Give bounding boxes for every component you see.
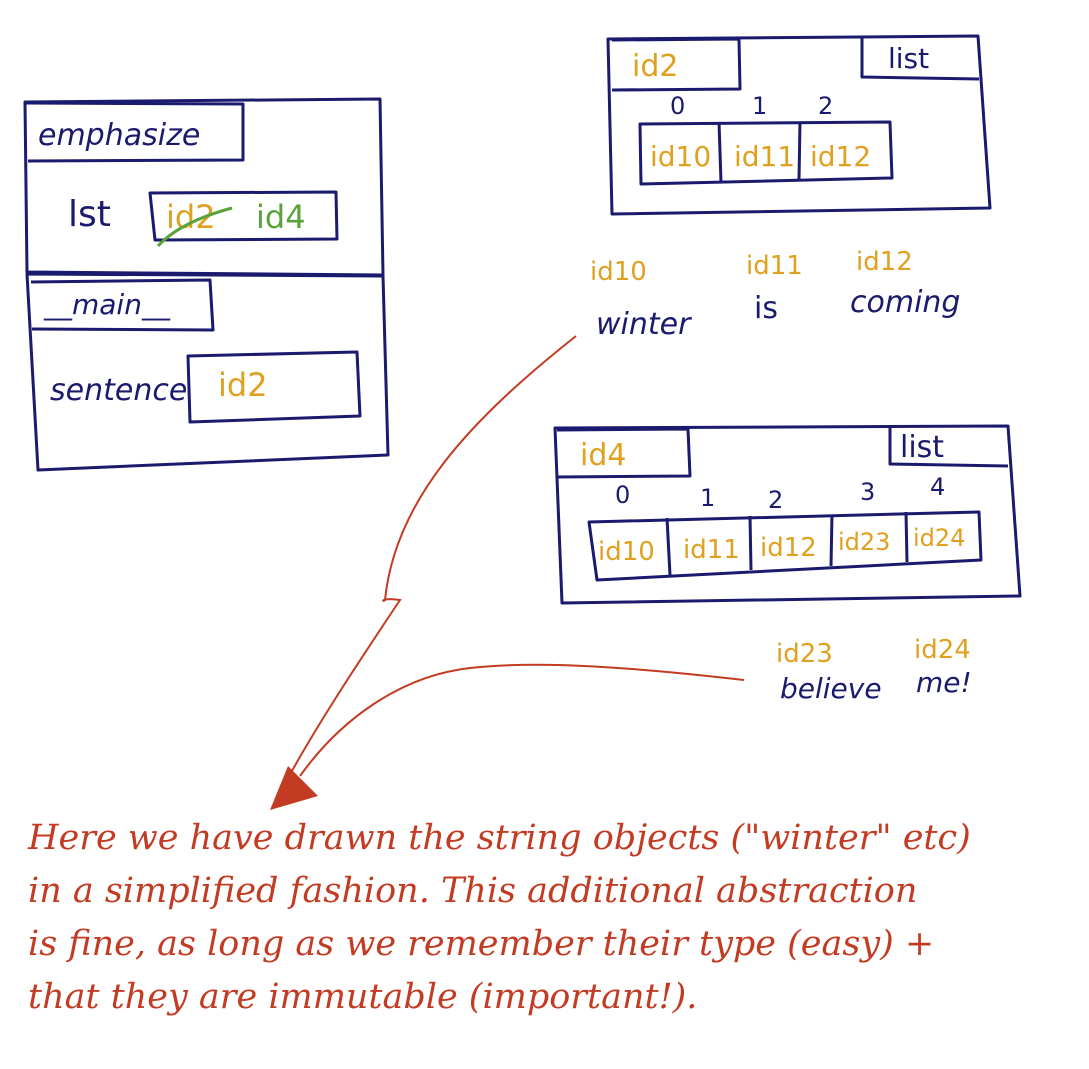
list-item: id12 xyxy=(810,140,871,173)
list-cells xyxy=(638,120,894,186)
arrow-from-believe xyxy=(299,663,745,777)
list-item: id10 xyxy=(650,140,711,173)
note-line: that they are immutable (important!). xyxy=(28,977,698,1017)
list-index: 0 xyxy=(615,481,630,509)
list-index: 2 xyxy=(768,486,783,514)
variable-value-box xyxy=(148,190,339,242)
frame-main: __main__ sentence id2 xyxy=(25,272,390,472)
string-id-label: id11 xyxy=(746,251,803,281)
string-id-label: id24 xyxy=(914,635,971,665)
string-id-label: id23 xyxy=(776,639,833,669)
list-index: 3 xyxy=(860,478,875,506)
string-value: me! xyxy=(916,666,972,699)
arrow-from-winter xyxy=(287,335,577,779)
string-value: is xyxy=(754,291,778,326)
crossout-line xyxy=(156,206,233,248)
list-index: 4 xyxy=(930,473,945,501)
frame-emphasize: emphasize lst id2 id4 xyxy=(23,97,385,277)
string-value: winter xyxy=(596,307,692,342)
note-line: in a simplified fashion. This additional… xyxy=(28,871,918,911)
list-index: 1 xyxy=(752,92,767,120)
variable-name: sentence xyxy=(50,373,187,408)
note-line: Here we have drawn the string objects ("… xyxy=(28,818,971,858)
list-item: id23 xyxy=(838,528,890,556)
object-id4-list: id4 list 0 1 2 3 4 id10 id11 id12 id23 i… xyxy=(553,424,1022,605)
list-cells xyxy=(587,510,983,582)
list-index: 2 xyxy=(818,92,833,120)
variable-new-value: id4 xyxy=(256,198,306,236)
string-id-label: id10 xyxy=(590,257,647,287)
frame-title: __main__ xyxy=(43,288,171,321)
string-objects-bottom: id23 believe id24 me! xyxy=(776,635,972,705)
string-value: coming xyxy=(850,285,960,320)
list-item: id11 xyxy=(734,140,795,173)
string-objects-top: id10 winter id11 is id12 coming xyxy=(590,247,960,342)
list-item: id11 xyxy=(683,535,740,565)
list-index: 1 xyxy=(700,484,715,512)
arrow-head xyxy=(270,766,318,810)
variable-value: id2 xyxy=(218,366,268,404)
object-id-label: id2 xyxy=(632,49,678,84)
object-type-label: list xyxy=(900,430,944,465)
string-id-label: id12 xyxy=(856,247,913,277)
list-item: id24 xyxy=(913,524,965,552)
frame-title: emphasize xyxy=(38,118,200,153)
note-line: is fine, as long as we remember their ty… xyxy=(28,924,935,964)
annotation-arrows xyxy=(270,335,745,810)
object-id2-list: id2 list 0 1 2 id10 id11 id12 xyxy=(606,34,992,216)
annotation-note: Here we have drawn the string objects ("… xyxy=(28,812,1078,1024)
string-value: believe xyxy=(780,672,882,705)
list-item: id10 xyxy=(598,537,655,567)
variable-name: lst xyxy=(68,194,111,235)
object-id-label: id4 xyxy=(580,438,626,473)
object-type-label: list xyxy=(888,42,929,75)
list-index: 0 xyxy=(670,92,685,120)
variable-value-box xyxy=(186,350,362,424)
list-item: id12 xyxy=(760,533,817,563)
